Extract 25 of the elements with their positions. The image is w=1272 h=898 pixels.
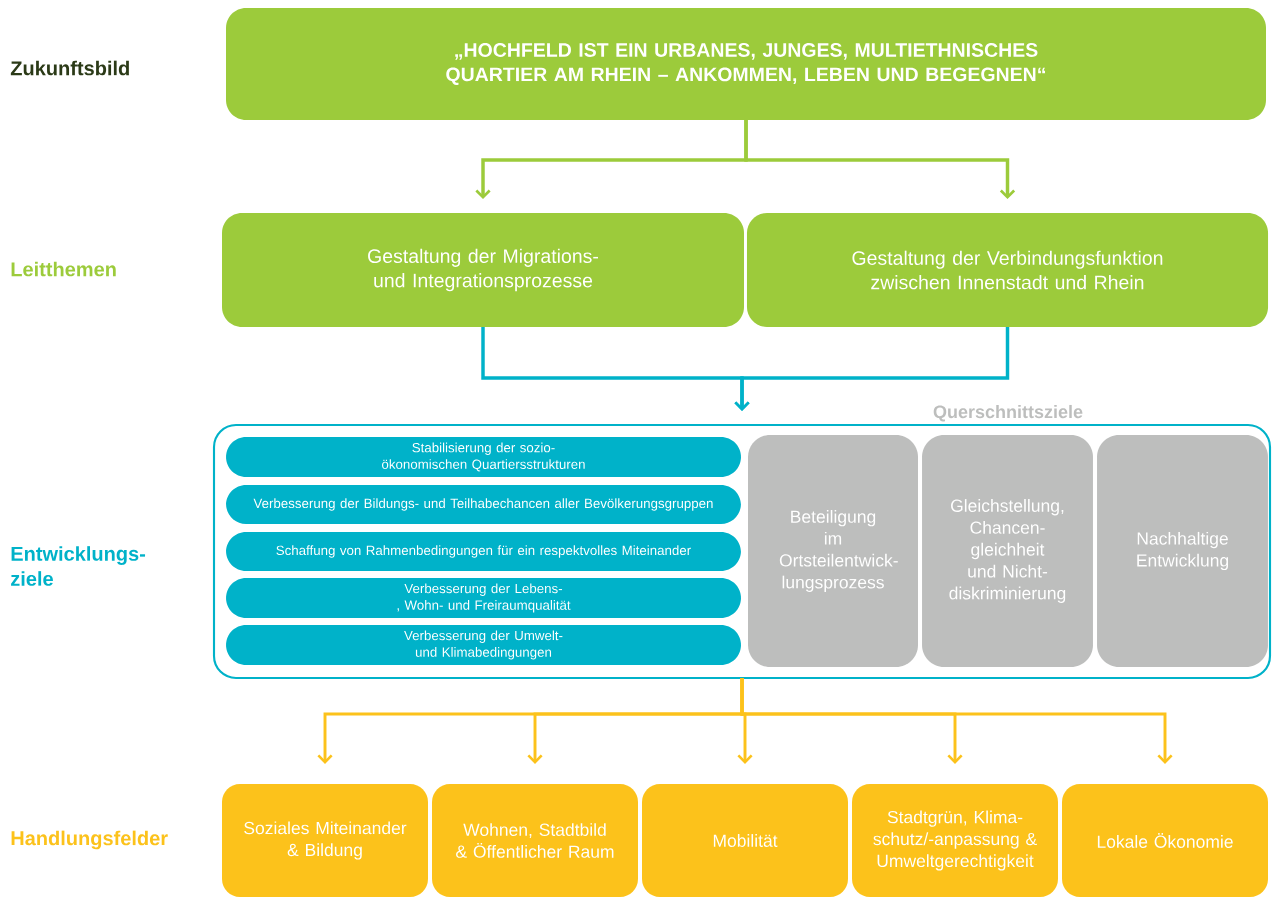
field-box: Stadtgrün, Klima- schutz/-anpassung & Umweltgerechtigkeit [852,783,1058,898]
goal-box: Beteiligung im Ortsteilentwick- lungsprozess [748,435,918,667]
goal-pill: Verbesserung der Umwelt- und Klimabedingungen [226,625,741,665]
goal-pill: Verbesserung der Bildungs- und Teilhabechancen aller Bevölkerungsgruppen [226,485,741,524]
row-label: Leitthemen [11,261,116,277]
field-box: Soziales Miteinander & Bildung [222,783,428,898]
field-box: Mobilität [642,783,848,898]
theme-box: Gestaltung der Migrations- und Integrationsprozesse [222,213,744,327]
node-label: Gestaltung der Verbindungsfunktion zwischen Innenstadt und Rhein [852,250,1163,290]
arrow [734,327,1010,411]
goal-box: Gleichstellung, Chancen- gleichheit und Nicht- diskriminierung [922,435,1093,667]
goal-pill: Verbesserung der Lebens-, Wohn- und Freiraumqualität [226,578,741,618]
row-label: Zukunftsbild [10,60,129,76]
goal-pill: Schaffung von Rahmenbedingungen für ein respektvolles Miteinander [226,532,741,571]
node-label: Querschnittsziele [933,404,1083,422]
arrow [744,120,1016,199]
field-box: Wohnen, Stadtbild & Öffentlicher Raum [432,783,638,898]
arrow [740,678,1173,764]
row-label: Entwicklungs- ziele [11,546,146,586]
vision-box: „HOCHFELD IST EIN URBANES, JUNGES, MULTIETHNISCHES QUARTIER AM RHEIN – ANKOMMEN, LEBEN UND BEGEGNEN“ [226,8,1266,120]
goal-box: Nachhaltige Entwicklung [1097,435,1268,667]
field-box: Lokale Ökonomie [1062,783,1268,898]
goal-pill: Stabilisierung der sozio-ökonomischen Quartiersstrukturen [226,437,741,477]
theme-box: Gestaltung der Verbindungsfunktion zwischen Innenstadt und Rhein [746,213,1269,327]
row-label: Handlungsfelder [11,830,168,850]
